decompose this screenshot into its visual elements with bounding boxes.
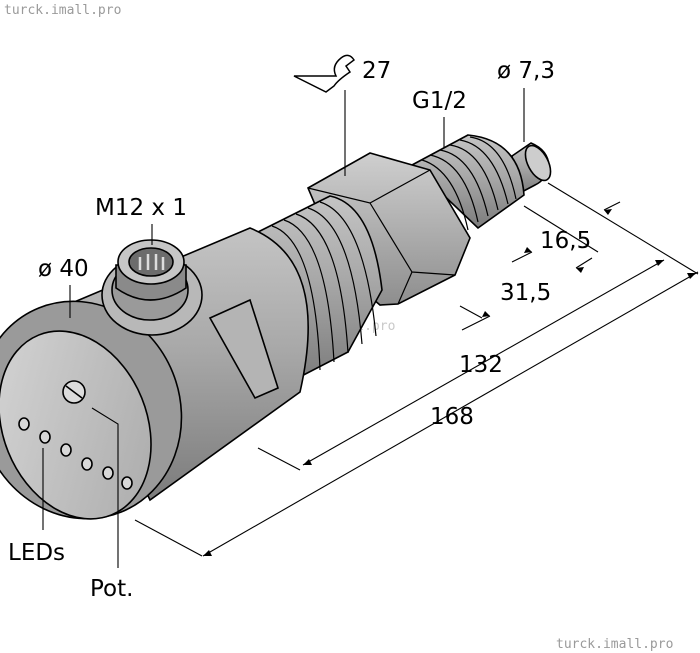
- ext-nut-end: [459, 305, 483, 319]
- hex-nut-edge-low: [397, 271, 413, 305]
- watermark-top-left: turck.imall.pro: [4, 3, 121, 18]
- housing-flat: [208, 298, 279, 400]
- led-6: [121, 476, 133, 490]
- led-row: [18, 417, 133, 490]
- dim-16-5-right: [575, 257, 593, 269]
- arrow-132-left: [303, 459, 312, 465]
- label-leds: LEDs: [8, 540, 65, 566]
- led-3: [60, 443, 72, 457]
- label-dim-31-5: 31,5: [500, 280, 551, 306]
- arrow-132-right: [655, 260, 664, 266]
- dim-16-5-left: [511, 251, 533, 263]
- connector-socket: [128, 247, 174, 277]
- potentiometer-slot: [65, 385, 83, 399]
- connector-pins: [138, 254, 165, 270]
- leader-pot: [91, 407, 119, 568]
- wrench-icon: [293, 54, 356, 93]
- arrow-16-5-left: [524, 247, 532, 253]
- arrow-31-5: [482, 311, 490, 317]
- watermark-bottom-right: turck.imall.pro: [556, 637, 673, 652]
- label-housing-diameter: ø 40: [38, 256, 89, 282]
- arrow-168-left: [203, 550, 212, 556]
- label-dim-168: 168: [430, 404, 474, 430]
- ext-housing-front: [134, 519, 203, 557]
- led-2: [39, 430, 51, 444]
- label-dim-132: 132: [459, 352, 503, 378]
- ext-housing-mid: [257, 447, 301, 471]
- thread-lines-mount: [271, 201, 377, 371]
- label-wrench-size: 27: [362, 58, 391, 84]
- dim-132: [302, 259, 665, 466]
- ext-probe-end: [547, 182, 699, 275]
- label-connector: M12 x 1: [95, 195, 187, 221]
- probe-tip-end: [524, 144, 552, 182]
- arrow-168-right: [687, 273, 696, 279]
- arrow-16-5-top: [604, 209, 612, 215]
- dim-168: [202, 271, 699, 557]
- sensor-body: [0, 134, 552, 520]
- dimension-lines: 16,5 31,5 132 168: [134, 182, 699, 557]
- label-dim-16-5: 16,5: [540, 228, 591, 254]
- led-5: [102, 466, 114, 480]
- led-4: [81, 457, 93, 471]
- label-pot: Pot.: [90, 576, 133, 602]
- ext-thread-end: [523, 205, 599, 253]
- label-probe-diameter: ø 7,3: [497, 58, 555, 84]
- thread-lines-g12: [421, 136, 517, 231]
- arrow-16-5-right: [576, 267, 584, 273]
- dim-31-5: [461, 315, 491, 331]
- dim-16-5-top: [603, 201, 621, 211]
- led-1: [18, 417, 30, 431]
- label-thread: G1/2: [412, 88, 467, 114]
